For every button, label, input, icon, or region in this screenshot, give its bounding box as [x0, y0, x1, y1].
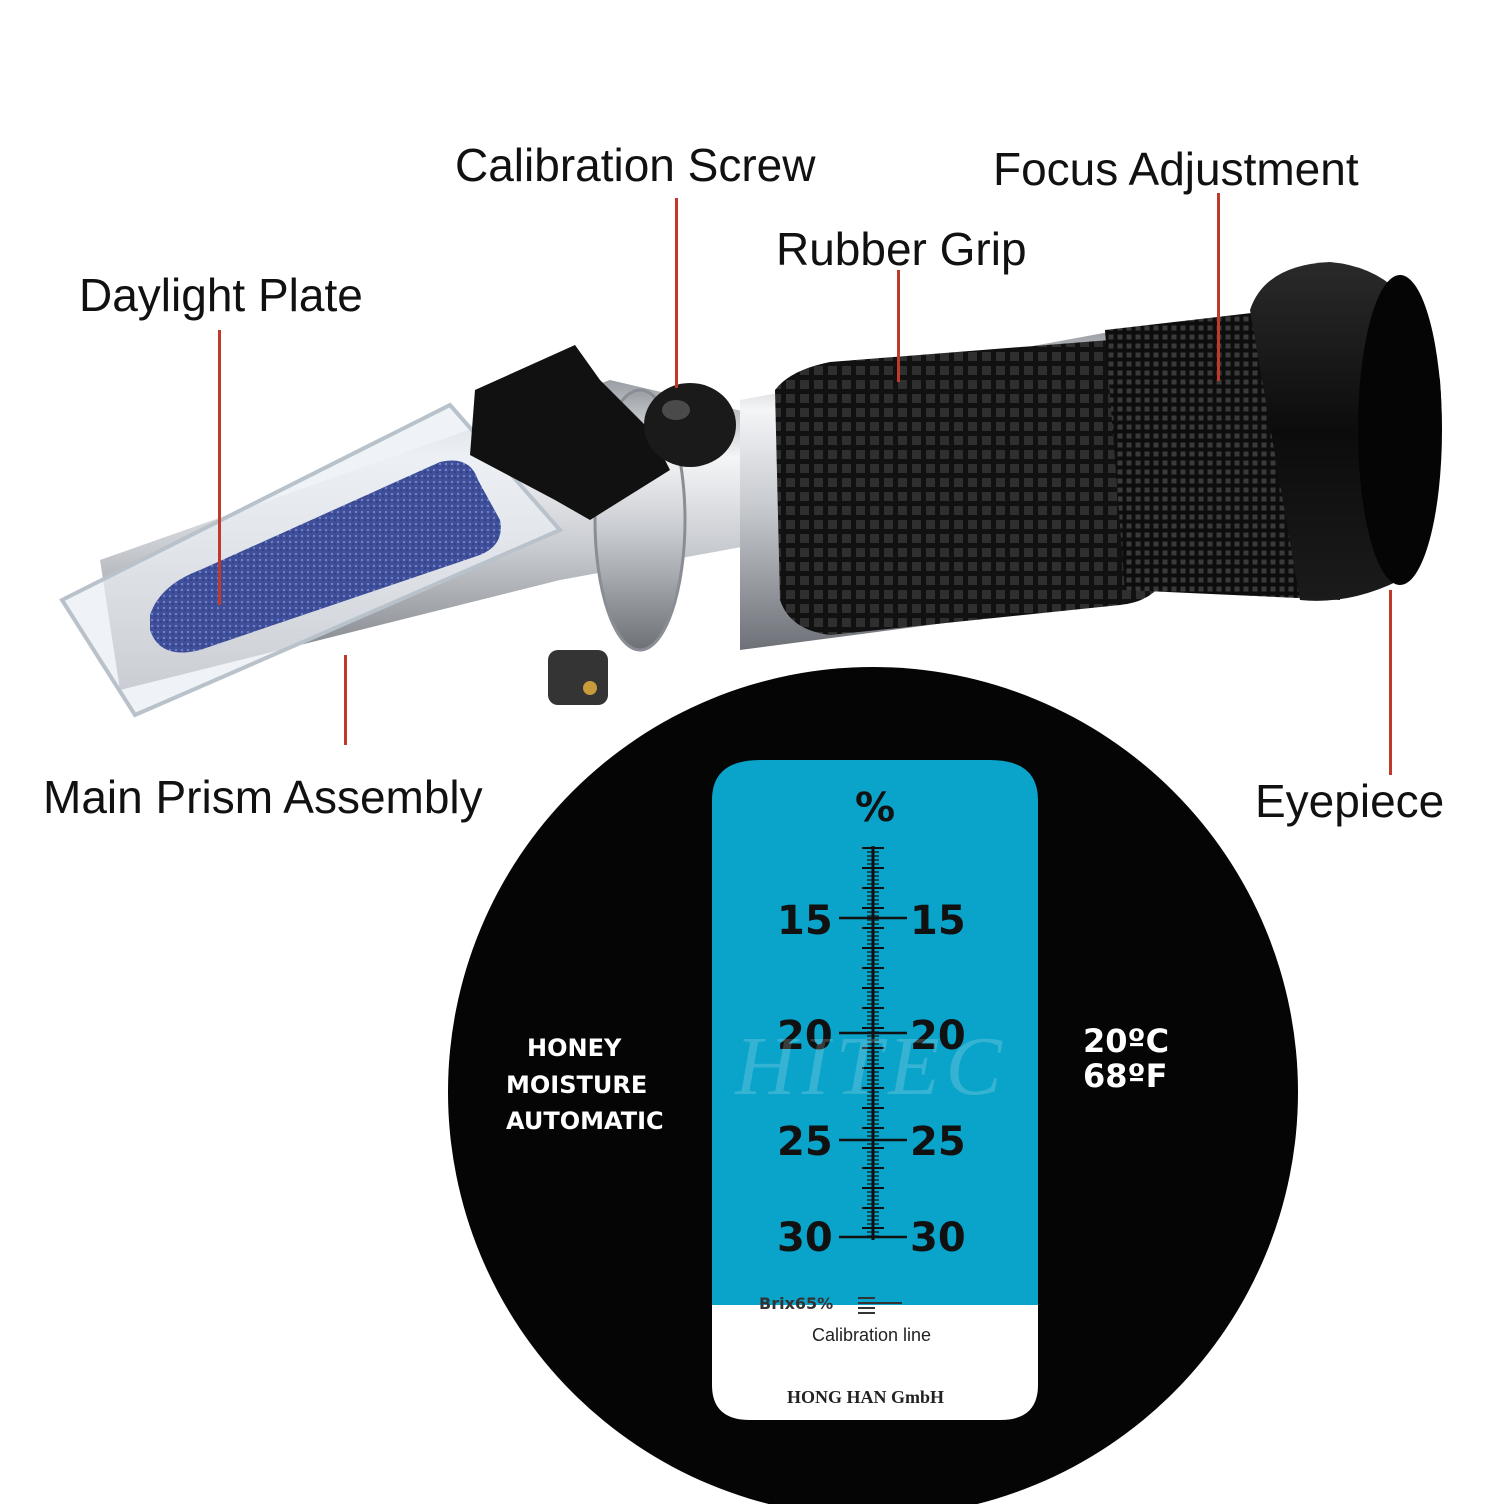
- daylight-plate-sample: [150, 460, 501, 653]
- calibration-line-label: Calibration line: [812, 1325, 932, 1345]
- label-daylight-plate: Daylight Plate: [79, 269, 363, 321]
- calibration-screw-knob: [644, 383, 736, 467]
- temp-fahrenheit: 68ºF: [1083, 1057, 1168, 1095]
- brand-label: HONG HAN GmbH: [787, 1387, 945, 1407]
- label-eyepiece: Eyepiece: [1255, 775, 1445, 827]
- leader-eyepiece: [1389, 590, 1392, 775]
- watermark: HITEC: [735, 1020, 1008, 1113]
- scale-right-20: 20: [910, 1013, 966, 1059]
- refractometer-illustration: [59, 262, 1442, 718]
- scale-left-30: 30: [777, 1215, 833, 1261]
- label-rubber-grip: Rubber Grip: [776, 223, 1027, 275]
- leader-main-prism-assembly: [344, 655, 347, 745]
- scale-right-30: 30: [910, 1215, 966, 1261]
- label-calibration-screw: Calibration Screw: [455, 139, 816, 191]
- rubber-grip-body: [775, 340, 1170, 635]
- scale-right-25: 25: [910, 1119, 966, 1165]
- brix-label: Brix65%: [759, 1294, 834, 1313]
- leader-rubber-grip: [897, 270, 900, 382]
- scale-left-15: 15: [777, 898, 833, 944]
- leader-daylight-plate: [218, 330, 221, 605]
- scale-left-25: 25: [777, 1119, 833, 1165]
- scale-right-15: 15: [910, 898, 966, 944]
- scale-unit: %: [855, 785, 896, 831]
- temp-celsius: 20ºC: [1083, 1022, 1170, 1060]
- hinge-clip: [470, 345, 670, 520]
- label-focus-adjustment: Focus Adjustment: [993, 143, 1359, 195]
- leader-calibration-screw: [675, 198, 678, 388]
- scale-left-20: 20: [777, 1013, 833, 1059]
- side-label-moisture: MOISTURE: [506, 1071, 648, 1099]
- leader-focus-adjustment: [1217, 193, 1220, 381]
- side-label-automatic: AUTOMATIC: [506, 1107, 664, 1135]
- label-main-prism-assembly: Main Prism Assembly: [43, 771, 483, 823]
- side-label-honey: HONEY: [527, 1034, 622, 1062]
